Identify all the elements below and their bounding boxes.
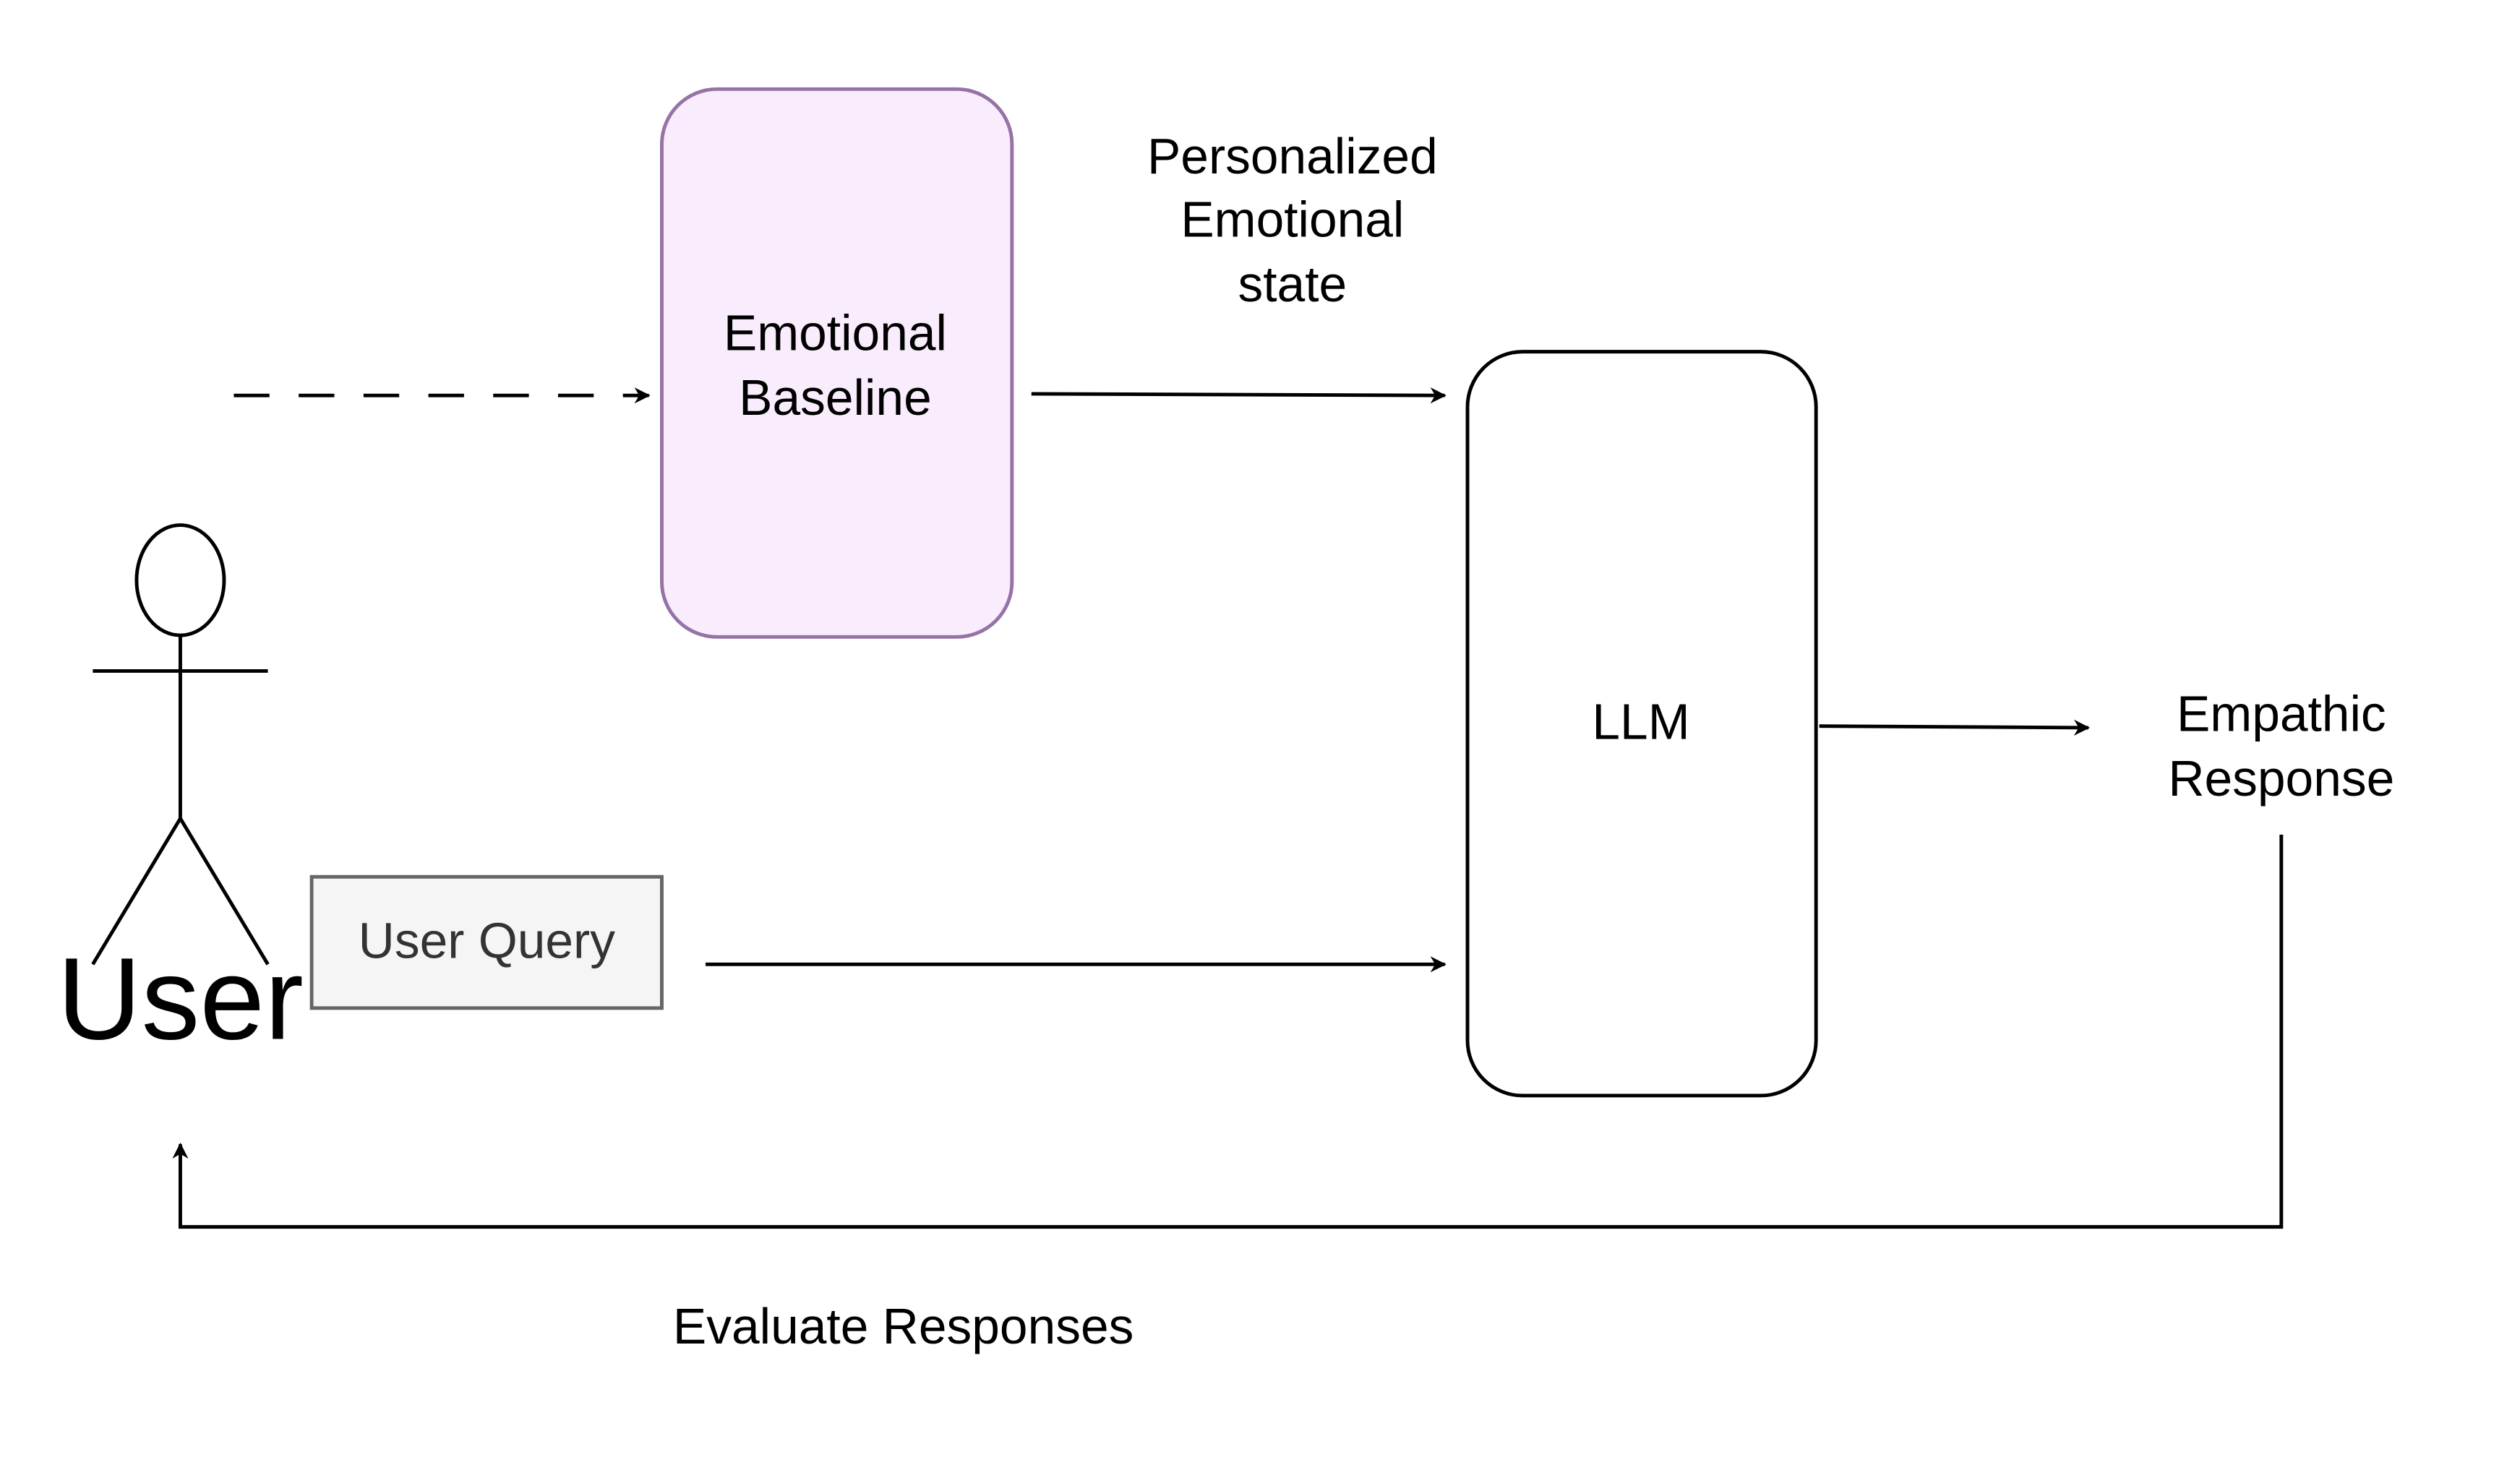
user-query-node: User Query <box>309 874 664 1010</box>
user-actor-icon <box>91 523 270 966</box>
personalized-state-label: Personalized Emotional state <box>1147 128 1438 312</box>
llm-label: LLM <box>1592 694 1689 750</box>
evaluate-responses-label: Evaluate Responses <box>673 1298 1133 1354</box>
arrow-response-to-user <box>172 834 2284 1229</box>
user-query-box <box>309 874 664 1010</box>
user-query-label: User Query <box>359 912 616 968</box>
arrow-baseline-to-llm <box>1031 387 1447 404</box>
emotional-baseline-box <box>660 87 1014 639</box>
emotional-baseline-node: Emotional Baseline <box>660 87 1014 639</box>
personalized-state-line-1: Personalized <box>1147 128 1438 184</box>
arrow-llm-to-response <box>1819 719 2091 736</box>
empathic-response-line-1: Empathic <box>2177 685 2386 742</box>
personalized-state-line-2: Emotional <box>1180 191 1404 247</box>
emotional-baseline-label-line-2: Baseline <box>739 369 932 426</box>
empathic-response-node: Empathic Response <box>2168 685 2394 807</box>
llm-box <box>1465 350 1818 1098</box>
user-label: User <box>57 934 304 1064</box>
personalized-state-line-3: state <box>1238 256 1347 312</box>
empathic-response-line-2: Response <box>2168 750 2394 807</box>
emotional-baseline-label-line-1: Emotional <box>724 304 947 361</box>
llm-node: LLM <box>1465 350 1818 1098</box>
